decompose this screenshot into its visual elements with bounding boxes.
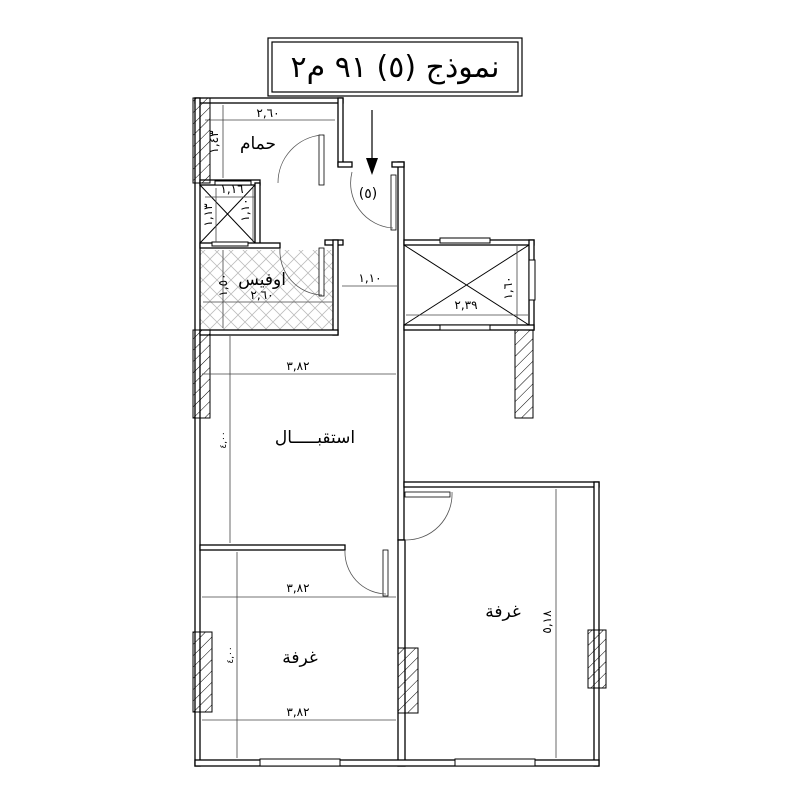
dim-shaft-inner: ١,١٠ xyxy=(238,198,252,221)
dim-reception-width: ٣,٨٢ xyxy=(286,359,309,373)
entrance-label: (٥) xyxy=(359,186,377,202)
walls xyxy=(194,97,600,767)
dim-bedroom1-depth: ٤,٠٠ xyxy=(226,646,236,663)
office-floor-tiles xyxy=(200,250,333,330)
plan-title: نموذج (٥) ٩١ م٢ xyxy=(290,50,499,85)
dim-reception-depth: ٤,٠٠ xyxy=(219,431,229,448)
dim-shaft-depth: ١,١٣ xyxy=(201,203,215,227)
bathroom-door[interactable] xyxy=(277,134,325,186)
office-door[interactable] xyxy=(279,247,325,297)
bedroom1-door[interactable] xyxy=(344,549,389,597)
dim-corridor-width: ١,١٠ xyxy=(358,271,381,285)
windows xyxy=(211,180,536,767)
structural-columns xyxy=(192,97,607,714)
dim-office-depth: ١,٥٠ xyxy=(216,273,230,296)
dim-office-width: ٢,٦٠ xyxy=(250,288,273,302)
dim-bedroom1-width-bottom: ٣,٨٢ xyxy=(286,705,309,719)
bedroom2-door[interactable] xyxy=(404,491,453,541)
dimension-lines xyxy=(202,105,557,758)
dim-bath-depth: ١,٤٣ xyxy=(207,130,221,154)
dim-bath-width: ٢,٦٠ xyxy=(256,106,279,120)
room-label-bedroom-1: غرفة xyxy=(282,648,318,668)
dim-bedroom2-depth: ٥,١٨ xyxy=(540,610,554,634)
room-label-bathroom: حمام xyxy=(240,134,276,154)
shaft-marks xyxy=(199,184,530,326)
entrance-door[interactable] xyxy=(350,171,397,231)
room-label-reception: استقبـــــال xyxy=(275,428,355,448)
dimension-labels: ٢,٦٠ ١,٤٣ ١,١٦ ١,١٣ ١,١٠ ١,٥٠ ٢,٦٠ ١,١٠ … xyxy=(201,106,554,719)
room-label-bedroom-2: غرفة xyxy=(485,602,521,622)
dim-bedroom1-width-top: ٣,٨٢ xyxy=(286,581,309,595)
title-box: نموذج (٥) ٩١ م٢ xyxy=(267,37,523,97)
dim-shaft-width: ١,١٦ xyxy=(220,182,243,196)
room-label-office: اوفيس xyxy=(238,270,286,290)
entrance-arrow-icon xyxy=(366,110,378,175)
dim-lightwell-depth: ١,٦٠ xyxy=(501,276,515,299)
doors[interactable] xyxy=(277,134,453,597)
dim-lightwell-width: ٢,٣٩ xyxy=(454,298,477,312)
